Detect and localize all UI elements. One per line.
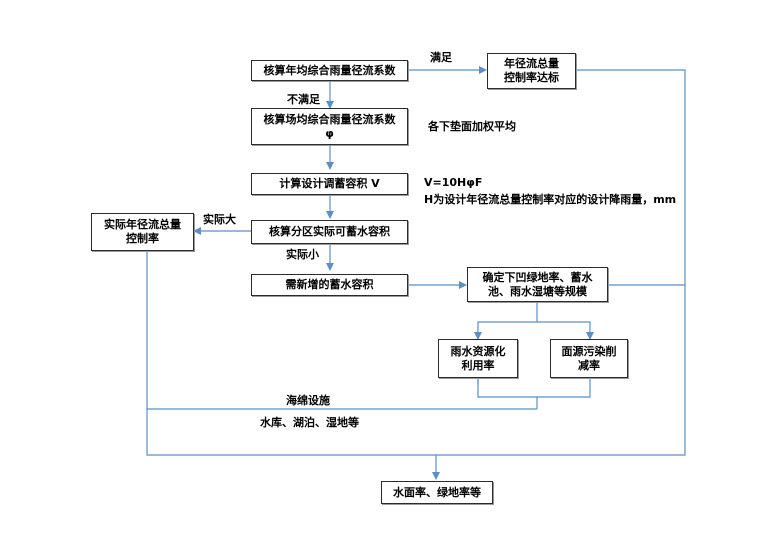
label-actual-small: 实际小 — [286, 248, 319, 261]
box-pollution: 面源污染削 减率 — [550, 339, 628, 378]
label-sponge: 海绵设施 — [286, 394, 330, 407]
line-left-trunk — [146, 251, 436, 456]
label-satisfied: 满足 — [430, 51, 452, 64]
box-design-volume: 计算设计调蓄容积 V — [251, 173, 408, 195]
branch-scale-split-right — [537, 321, 591, 338]
box-reuse: 雨水资源化 利用率 — [438, 339, 518, 378]
line-right-trunk — [436, 69, 686, 456]
box-zone-volume: 核算分区实际可蓄水容积 — [251, 220, 408, 244]
box-runoff-site: 核算场均综合雨量径流系数 φ — [251, 108, 408, 145]
merge-bottom — [477, 378, 591, 398]
label-not-satisfied: 不满足 — [287, 93, 320, 106]
box-target-met: 年径流总量 控制率达标 — [487, 53, 576, 89]
note-h-definition: H为设计年径流总量控制率对应的设计降雨量，mm — [424, 193, 677, 206]
branch-scale-split — [477, 302, 538, 338]
label-water-bodies: 水库、湖泊、湿地等 — [260, 416, 359, 429]
note-weighted: 各下垫面加权平均 — [428, 120, 516, 133]
box-scale: 确定下凹绿地率、蓄水 池、雨水湿塘等规模 — [467, 267, 608, 302]
box-new-storage: 需新增的蓄水容积 — [251, 274, 408, 296]
box-actual-rate: 实际年径流总量 控制率 — [91, 213, 194, 251]
note-formula: V=10HφF — [424, 176, 483, 189]
label-actual-large: 实际大 — [203, 213, 236, 226]
box-final: 水面率、绿地率等 — [381, 481, 493, 504]
box-runoff-overall: 核算年均综合雨量径流系数 — [251, 60, 408, 81]
